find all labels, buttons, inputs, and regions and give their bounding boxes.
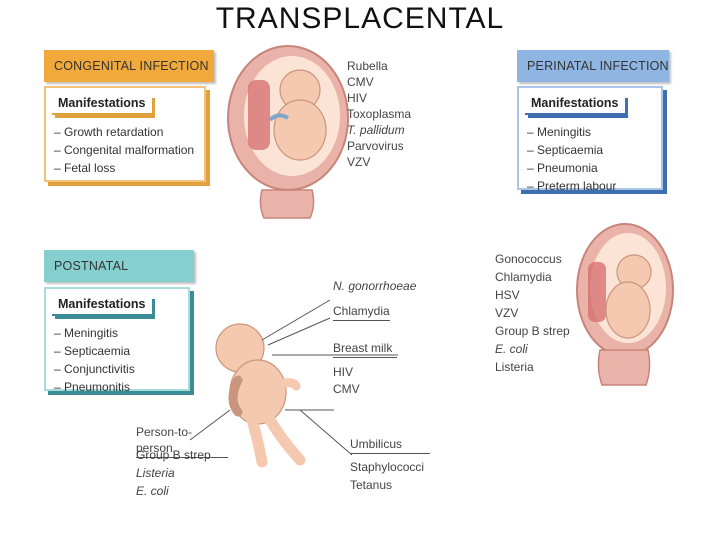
congenital-manifestations-title: Manifestations	[52, 95, 152, 115]
newborn-illustration	[215, 323, 306, 468]
list-item: Septicaemia	[527, 141, 653, 159]
route-label-listeria: Listeria	[136, 466, 175, 480]
list-item: Septicaemia	[54, 342, 180, 360]
route-label-n-gonorrhoeae: N. gonorrhoeae	[333, 279, 417, 293]
list-item: Fetal loss	[54, 159, 196, 177]
perinatal-manifestations-title: Manifestations	[525, 95, 625, 115]
list-item: T. pallidum	[347, 123, 405, 137]
list-item: Chlamydia	[495, 270, 552, 284]
route-label-hiv: HIV	[333, 365, 354, 379]
route-label-staphylococci: Staphylococci	[350, 460, 425, 474]
perinatal-infection-header: PERINATAL INFECTION	[517, 50, 669, 82]
perinatal-agents-list: Gonococcus Chlamydia HSV VZV Group B str…	[495, 250, 570, 376]
route-label-tetanus: Tetanus	[350, 478, 393, 492]
route-label-chlamydia: Chlamydia	[333, 303, 390, 321]
list-item: Gonococcus	[495, 252, 562, 266]
route-label-umbilicus: Umbilicus	[350, 436, 430, 454]
list-item: Pneumonia	[527, 159, 653, 177]
list-item: Pneumonitis	[54, 378, 180, 396]
list-item: Meningitis	[54, 324, 180, 342]
list-item: HSV	[495, 288, 520, 302]
leader-lines	[189, 299, 398, 456]
list-item: Preterm labour	[527, 177, 653, 195]
postnatal-manifestations-panel: Manifestations Meningitis Septicaemia Co…	[44, 287, 190, 394]
uterus-fetus-illustration-right	[576, 223, 674, 386]
uterus-fetus-illustration-top	[227, 45, 349, 219]
congenital-manifestations-panel: Manifestations Growth retardation Congen…	[44, 86, 206, 182]
postnatal-manifestations-title: Manifestations	[52, 296, 152, 316]
list-item: E. coli	[495, 342, 528, 356]
list-item: Toxoplasma	[347, 107, 412, 121]
route-label-person-to-person: Person-to-person	[136, 424, 228, 458]
list-item: HIV	[347, 91, 368, 105]
list-item: Listeria	[495, 360, 534, 374]
route-label-group-b-strep: Group B strep	[136, 448, 211, 462]
list-item: Parvovirus	[347, 139, 404, 153]
list-item: VZV	[495, 306, 519, 320]
perinatal-manifestations-panel: Manifestations Meningitis Septicaemia Pn…	[517, 86, 663, 193]
postnatal-manifestations-list: Meningitis Septicaemia Conjunctivitis Pn…	[54, 324, 180, 396]
congenital-manifestations-list: Growth retardation Congenital malformati…	[54, 123, 196, 177]
list-item: Rubella	[347, 59, 388, 73]
congenital-infection-header: CONGENITAL INFECTION	[44, 50, 214, 82]
congenital-agents-list: Rubella CMV HIV Toxoplasma T. pallidum P…	[347, 58, 411, 170]
route-label-breast-milk: Breast milk	[333, 340, 397, 358]
route-label-e-coli: E. coli	[136, 484, 169, 498]
list-item: CMV	[347, 75, 374, 89]
list-item: VZV	[347, 155, 371, 169]
list-item: Conjunctivitis	[54, 360, 180, 378]
list-item: Meningitis	[527, 123, 653, 141]
list-item: Group B strep	[495, 324, 570, 338]
page-title: TRANSPLACENTAL	[215, 2, 505, 35]
list-item: Growth retardation	[54, 123, 196, 141]
route-label-cmv: CMV	[333, 382, 360, 396]
perinatal-manifestations-list: Meningitis Septicaemia Pneumonia Preterm…	[527, 123, 653, 195]
list-item: Congenital malformation	[54, 141, 196, 159]
